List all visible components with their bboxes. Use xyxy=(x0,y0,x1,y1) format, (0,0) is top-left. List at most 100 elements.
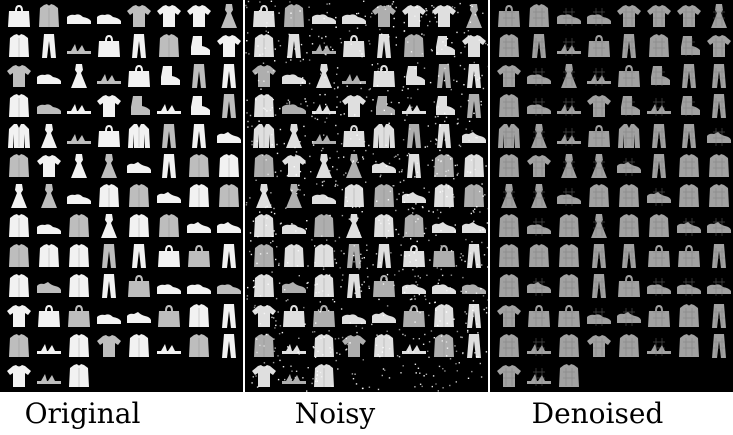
clothing-sandal-image xyxy=(585,62,613,90)
clothing-shirt-image xyxy=(525,242,553,270)
clothing-sandal-image xyxy=(35,362,63,390)
clothing-sneaker-image xyxy=(215,212,243,240)
clothing-tshirt-image xyxy=(430,2,458,30)
clothing-shoe-image xyxy=(705,272,733,300)
clothing-sandal-image xyxy=(95,62,123,90)
clothing-sandal-image xyxy=(155,332,183,360)
clothing-shirt-image xyxy=(430,182,458,210)
clothing-ankle-boot-image xyxy=(185,32,213,60)
clothing-bag-image xyxy=(525,302,553,330)
clothing-shirt-image xyxy=(280,242,308,270)
clothing-shirt-image xyxy=(155,32,183,60)
clothing-shirt-image xyxy=(675,302,703,330)
clothing-shirt-image xyxy=(310,362,338,390)
clothing-shoe-image xyxy=(215,272,243,300)
clothing-sneaker-image xyxy=(125,302,153,330)
clothing-shirt-image xyxy=(430,302,458,330)
clothing-shoe-image xyxy=(310,182,338,210)
clothing-coat-image xyxy=(125,122,153,150)
clothing-shirt-image xyxy=(495,32,523,60)
clothing-trouser-image xyxy=(705,332,733,360)
clothing-tshirt-image xyxy=(95,332,123,360)
clothing-dress-image xyxy=(525,122,553,150)
clothing-sneaker-image xyxy=(125,152,153,180)
clothing-trouser-image xyxy=(185,62,213,90)
empty-cell xyxy=(155,362,183,390)
clothing-shoe-image xyxy=(340,2,368,30)
clothing-tshirt-image xyxy=(585,92,613,120)
clothing-shirt-image xyxy=(5,152,33,180)
clothing-sneaker-image xyxy=(645,182,673,210)
clothing-trouser-image xyxy=(215,242,243,270)
clothing-shirt-image xyxy=(555,332,583,360)
clothing-dress-image xyxy=(65,62,93,90)
clothing-dress-image xyxy=(310,62,338,90)
clothing-bag-image xyxy=(95,32,123,60)
clothing-trouser-image xyxy=(370,242,398,270)
clothing-tshirt-image xyxy=(495,302,523,330)
clothing-tshirt-image xyxy=(400,2,428,30)
clothing-sneaker-image xyxy=(280,272,308,300)
empty-cell xyxy=(585,362,613,390)
empty-cell xyxy=(215,362,243,390)
clothing-shirt-image xyxy=(65,212,93,240)
clothing-shirt-image xyxy=(555,242,583,270)
caption-original: Original xyxy=(24,397,141,430)
clothing-shoe-image xyxy=(430,272,458,300)
clothing-shirt-image xyxy=(155,212,183,240)
empty-cell xyxy=(400,362,428,390)
clothing-sandal-image xyxy=(65,32,93,60)
clothing-dress-image xyxy=(460,2,488,30)
clothing-shirt-image xyxy=(5,32,33,60)
clothing-sandal-image xyxy=(525,362,553,390)
clothing-tshirt-image xyxy=(525,152,553,180)
clothing-sandal-image xyxy=(65,122,93,150)
clothing-sandal-image xyxy=(645,332,673,360)
clothing-shoe-image xyxy=(185,272,213,300)
clothing-sandal-image xyxy=(280,332,308,360)
clothing-bag-image xyxy=(555,302,583,330)
clothing-sandal-image xyxy=(35,332,63,360)
clothing-bag-image xyxy=(125,62,153,90)
clothing-shirt-image xyxy=(585,182,613,210)
clothing-bag-image xyxy=(645,242,673,270)
clothing-shirt-image xyxy=(310,332,338,360)
clothing-shirt-image xyxy=(250,332,278,360)
clothing-shoe-image xyxy=(585,302,613,330)
clothing-trouser-image xyxy=(585,272,613,300)
clothing-shirt-image xyxy=(185,302,213,330)
clothing-trouser-image xyxy=(525,32,553,60)
clothing-tshirt-image xyxy=(5,302,33,330)
clothing-shirt-image xyxy=(280,2,308,30)
clothing-shirt-image xyxy=(460,152,488,180)
clothing-shirt-image xyxy=(5,242,33,270)
clothing-sneaker-image xyxy=(185,212,213,240)
caption-denoised: Denoised xyxy=(531,397,664,430)
clothing-trouser-image xyxy=(400,122,428,150)
clothing-trouser-image xyxy=(460,92,488,120)
clothing-shirt-image xyxy=(705,152,733,180)
clothing-dress-image xyxy=(705,2,733,30)
clothing-shirt-image xyxy=(495,212,523,240)
clothing-tshirt-image xyxy=(280,152,308,180)
clothing-shirt-image xyxy=(615,332,643,360)
clothing-shirt-image xyxy=(5,272,33,300)
clothing-shirt-image xyxy=(705,182,733,210)
clothing-sneaker-image xyxy=(705,122,733,150)
clothing-dress-image xyxy=(280,182,308,210)
clothing-bag-image xyxy=(155,242,183,270)
clothing-bag-image xyxy=(585,122,613,150)
clothing-coat-image xyxy=(370,122,398,150)
clothing-shoe-image xyxy=(35,212,63,240)
empty-cell xyxy=(185,362,213,390)
clothing-tshirt-image xyxy=(645,2,673,30)
clothing-bag-image xyxy=(280,302,308,330)
empty-cell xyxy=(675,362,703,390)
clothing-sneaker-image xyxy=(525,272,553,300)
clothing-bag-image xyxy=(495,2,523,30)
clothing-ankle-boot-image xyxy=(370,92,398,120)
clothing-shoe-image xyxy=(35,92,63,120)
clothing-bag-image xyxy=(310,302,338,330)
clothing-trouser-image xyxy=(95,242,123,270)
clothing-bag-image xyxy=(615,62,643,90)
